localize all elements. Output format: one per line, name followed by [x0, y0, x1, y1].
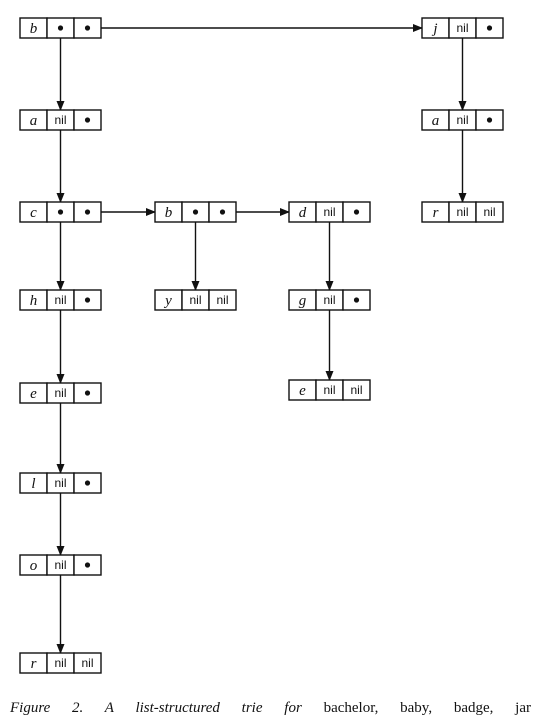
edges-layer — [56, 24, 467, 654]
node-b1-letter: b — [30, 21, 38, 37]
trie-node-e2: e nil nil — [288, 379, 371, 401]
trie-node-r1: r nil nil — [19, 652, 102, 674]
node-r1-cell-2 — [73, 652, 102, 674]
trie-node-a1: a nil — [19, 109, 102, 131]
node-e2-letter: e — [299, 383, 306, 399]
node-a2-letter: a — [432, 113, 440, 129]
node-l-nil-1: nil — [54, 476, 66, 490]
node-a1-nil-1: nil — [54, 113, 66, 127]
node-o-pointer-dot-2 — [84, 562, 91, 568]
node-y-nil-1: nil — [189, 293, 201, 307]
node-c1-pointer-dot-2 — [84, 209, 91, 215]
trie-node-c1: c — [19, 201, 102, 223]
node-b2-pointer-dot-1 — [192, 209, 199, 215]
node-a1-pointer-dot-2 — [84, 117, 91, 123]
node-b1-pointer-dot-2 — [84, 25, 91, 31]
node-a1-letter: a — [30, 113, 38, 129]
trie-node-h: h nil — [19, 289, 102, 311]
node-d-nil-1: nil — [323, 205, 335, 219]
node-d-pointer-dot-2 — [353, 209, 360, 215]
node-r2-cell-2 — [475, 201, 504, 223]
node-g-letter: g — [299, 293, 307, 309]
node-r2-nil-2: nil — [483, 205, 495, 219]
trie-node-a2: a nil — [421, 109, 504, 131]
node-r1-letter: r — [31, 656, 37, 672]
node-y-letter: y — [163, 293, 172, 309]
node-e2-cell-2 — [342, 379, 371, 401]
trie-node-b1: b — [19, 17, 102, 39]
trie-node-g: g nil — [288, 289, 371, 311]
nodes-layer: b a nil c h nil e nil l nil o nil r nil nil b y nil nil d ni… — [19, 17, 504, 674]
node-l-letter: l — [31, 476, 35, 492]
node-c1-letter: c — [30, 205, 37, 221]
trie-node-o: o nil — [19, 554, 102, 576]
node-b2-pointer-dot-2 — [219, 209, 226, 215]
node-r2-letter: r — [433, 205, 439, 221]
node-h-pointer-dot-2 — [84, 297, 91, 303]
node-d-letter: d — [299, 205, 307, 221]
caption-words: bachelor, baby, badge, jar — [323, 700, 532, 716]
node-a2-pointer-dot-2 — [486, 117, 493, 123]
node-j-pointer-dot-2 — [486, 25, 493, 31]
trie-node-y: y nil nil — [154, 289, 237, 311]
node-e1-nil-1: nil — [54, 386, 66, 400]
node-r2-nil-1: nil — [456, 205, 468, 219]
node-h-nil-1: nil — [54, 293, 66, 307]
node-o-nil-1: nil — [54, 558, 66, 572]
node-b2-letter: b — [165, 205, 173, 221]
node-j-letter: j — [431, 21, 437, 37]
node-e1-letter: e — [30, 386, 37, 402]
node-e2-nil-2: nil — [350, 383, 362, 397]
node-c1-pointer-dot-1 — [57, 209, 64, 215]
trie-node-j: j nil — [421, 17, 504, 39]
caption-italic: Figure 2. A list-structured trie for — [10, 700, 302, 716]
trie-node-b2: b — [154, 201, 237, 223]
node-r1-nil-1: nil — [54, 656, 66, 670]
trie-node-d: d nil — [288, 201, 371, 223]
figure-caption: Figure 2. A list-structured trie for bac… — [10, 700, 531, 717]
node-a2-nil-1: nil — [456, 113, 468, 127]
node-b1-pointer-dot-1 — [57, 25, 64, 31]
node-e2-nil-1: nil — [323, 383, 335, 397]
node-o-letter: o — [30, 558, 38, 574]
node-g-nil-1: nil — [323, 293, 335, 307]
node-j-nil-1: nil — [456, 21, 468, 35]
trie-node-r2: r nil nil — [421, 201, 504, 223]
trie-node-e1: e nil — [19, 382, 102, 404]
node-h-letter: h — [30, 293, 38, 309]
node-r1-nil-2: nil — [81, 656, 93, 670]
node-l-pointer-dot-2 — [84, 480, 91, 486]
node-y-cell-2 — [208, 289, 237, 311]
node-y-nil-2: nil — [216, 293, 228, 307]
trie-node-l: l nil — [19, 472, 102, 494]
node-g-pointer-dot-2 — [353, 297, 360, 303]
node-e1-pointer-dot-2 — [84, 390, 91, 396]
